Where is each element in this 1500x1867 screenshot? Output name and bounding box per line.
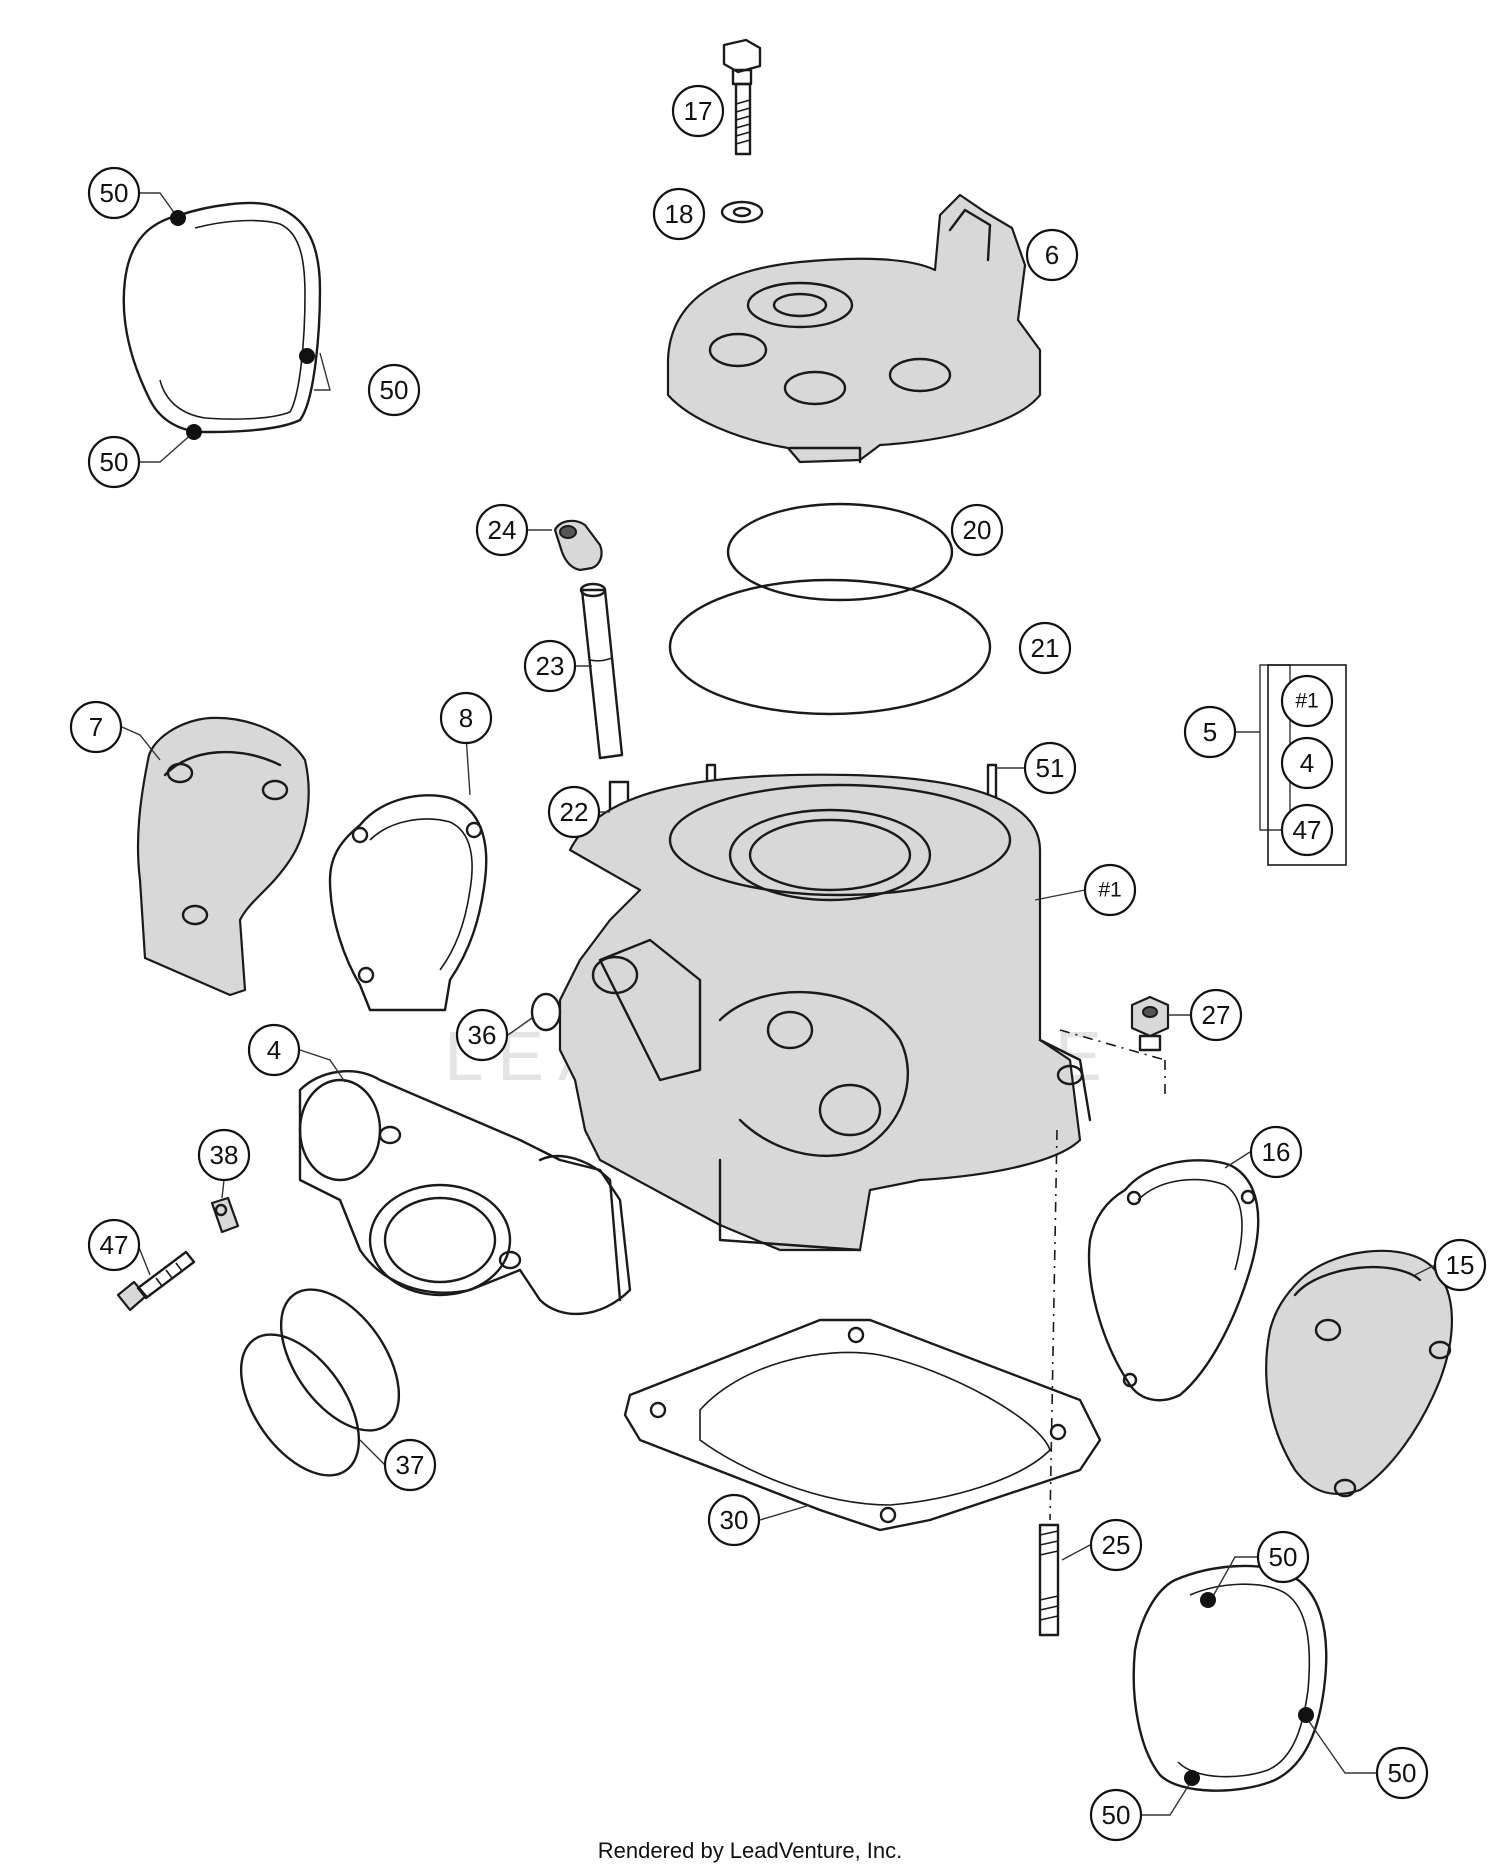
svg-text:23: 23 [536, 651, 565, 681]
part-4-intake-manifold [298, 1070, 632, 1316]
callout-36[interactable]: 36 [455, 1008, 509, 1062]
svg-text:38: 38 [210, 1140, 239, 1170]
part-23-hose [579, 582, 624, 760]
part-24-elbow-fitting [553, 519, 603, 572]
callout-50[interactable]: 50 [87, 435, 141, 489]
svg-text:47: 47 [1293, 815, 1322, 845]
leader-lines [121, 192, 1436, 1816]
callout-4[interactable]: 4 [247, 1023, 301, 1077]
callout-6[interactable]: 6 [1025, 228, 1079, 282]
callout-18[interactable]: 18 [652, 187, 706, 241]
callout-30[interactable]: 30 [707, 1493, 761, 1547]
svg-text:#1: #1 [1295, 690, 1318, 713]
svg-text:#1: #1 [1098, 879, 1121, 902]
part-8-gasket [328, 794, 488, 1012]
svg-text:7: 7 [89, 712, 103, 742]
svg-text:8: 8 [459, 703, 473, 733]
svg-text:20: 20 [963, 515, 992, 545]
group-box-5 [1267, 664, 1347, 866]
part-6-cylinder-head [666, 193, 1042, 464]
callout-23[interactable]: 23 [523, 639, 577, 693]
part-15-cover [1265, 1249, 1453, 1498]
callout-50[interactable]: 50 [1256, 1530, 1310, 1584]
svg-text:4: 4 [1300, 748, 1314, 778]
part-27-nut [1130, 995, 1170, 1052]
callout-5[interactable]: 5 [1183, 705, 1237, 759]
callout-5-list-1[interactable]: #1 [1280, 674, 1334, 728]
assembly-line-25 [1049, 1129, 1058, 1521]
svg-text:5: 5 [1203, 717, 1217, 747]
part-50-attach-dots [170, 210, 1314, 1786]
part-50-cover-gasket-lower [1132, 1564, 1328, 1792]
callout-5-list-4[interactable]: 4 [1280, 736, 1334, 790]
svg-text:50: 50 [1388, 1758, 1417, 1788]
svg-text:50: 50 [1102, 1800, 1131, 1830]
callout-22[interactable]: 22 [547, 785, 601, 839]
callout-38[interactable]: 38 [197, 1128, 251, 1182]
callout-21[interactable]: 21 [1018, 621, 1072, 675]
callout-51[interactable]: 51 [1023, 741, 1077, 795]
svg-text:18: 18 [665, 199, 694, 229]
svg-text:4: 4 [267, 1035, 281, 1065]
svg-text:47: 47 [100, 1230, 129, 1260]
callout-1[interactable]: #1 [1083, 863, 1137, 917]
svg-text:30: 30 [720, 1505, 749, 1535]
callout-50[interactable]: 50 [87, 166, 141, 220]
part-50-cover-gasket-upper [122, 201, 322, 434]
svg-text:15: 15 [1446, 1250, 1475, 1280]
part-30-base-gasket [623, 1318, 1102, 1532]
svg-text:17: 17 [684, 96, 713, 126]
part-21-o-ring [668, 578, 992, 716]
svg-text:16: 16 [1262, 1137, 1291, 1167]
part-7-exhaust-cover [136, 716, 310, 997]
svg-text:21: 21 [1031, 633, 1060, 663]
svg-text:37: 37 [396, 1450, 425, 1480]
part-16-gasket [1087, 1159, 1260, 1402]
callout-17[interactable]: 17 [671, 84, 725, 138]
callout-15[interactable]: 15 [1433, 1238, 1487, 1292]
callout-50[interactable]: 50 [367, 363, 421, 417]
footer-credit: Rendered by LeadVenture, Inc. [597, 1838, 903, 1863]
callout-47[interactable]: 47 [87, 1218, 141, 1272]
callout-25[interactable]: 25 [1089, 1518, 1143, 1572]
svg-text:50: 50 [100, 447, 129, 477]
svg-text:50: 50 [1269, 1542, 1298, 1572]
svg-text:6: 6 [1045, 240, 1059, 270]
part-18-washer [720, 200, 764, 224]
svg-text:25: 25 [1102, 1530, 1131, 1560]
part-37-o-rings [239, 1288, 401, 1477]
part-20-o-ring [726, 502, 954, 602]
svg-text:22: 22 [560, 797, 589, 827]
svg-text:24: 24 [488, 515, 517, 545]
callout-50[interactable]: 50 [1089, 1788, 1143, 1842]
callout-8[interactable]: 8 [439, 691, 493, 745]
part-25-stud [1038, 1523, 1060, 1637]
part-17-bolt [722, 38, 762, 156]
part-38-clamp-plate [210, 1196, 240, 1234]
callout-7[interactable]: 7 [69, 700, 123, 754]
callout-37[interactable]: 37 [383, 1438, 437, 1492]
callout-27[interactable]: 27 [1189, 988, 1243, 1042]
svg-text:50: 50 [100, 178, 129, 208]
callout-20[interactable]: 20 [950, 503, 1004, 557]
part-36-small-o-ring [530, 992, 562, 1032]
svg-text:36: 36 [468, 1020, 497, 1050]
svg-text:51: 51 [1036, 753, 1065, 783]
assembly-line-27 [1059, 1029, 1166, 1061]
callout-16[interactable]: 16 [1249, 1125, 1303, 1179]
svg-text:27: 27 [1202, 1000, 1231, 1030]
callout-50[interactable]: 50 [1375, 1746, 1429, 1800]
callout-5-list-47[interactable]: 47 [1280, 803, 1334, 857]
part-47-screw [116, 1250, 196, 1312]
svg-text:50: 50 [380, 375, 409, 405]
callout-24[interactable]: 24 [475, 503, 529, 557]
part-1-cylinder [558, 773, 1092, 1252]
